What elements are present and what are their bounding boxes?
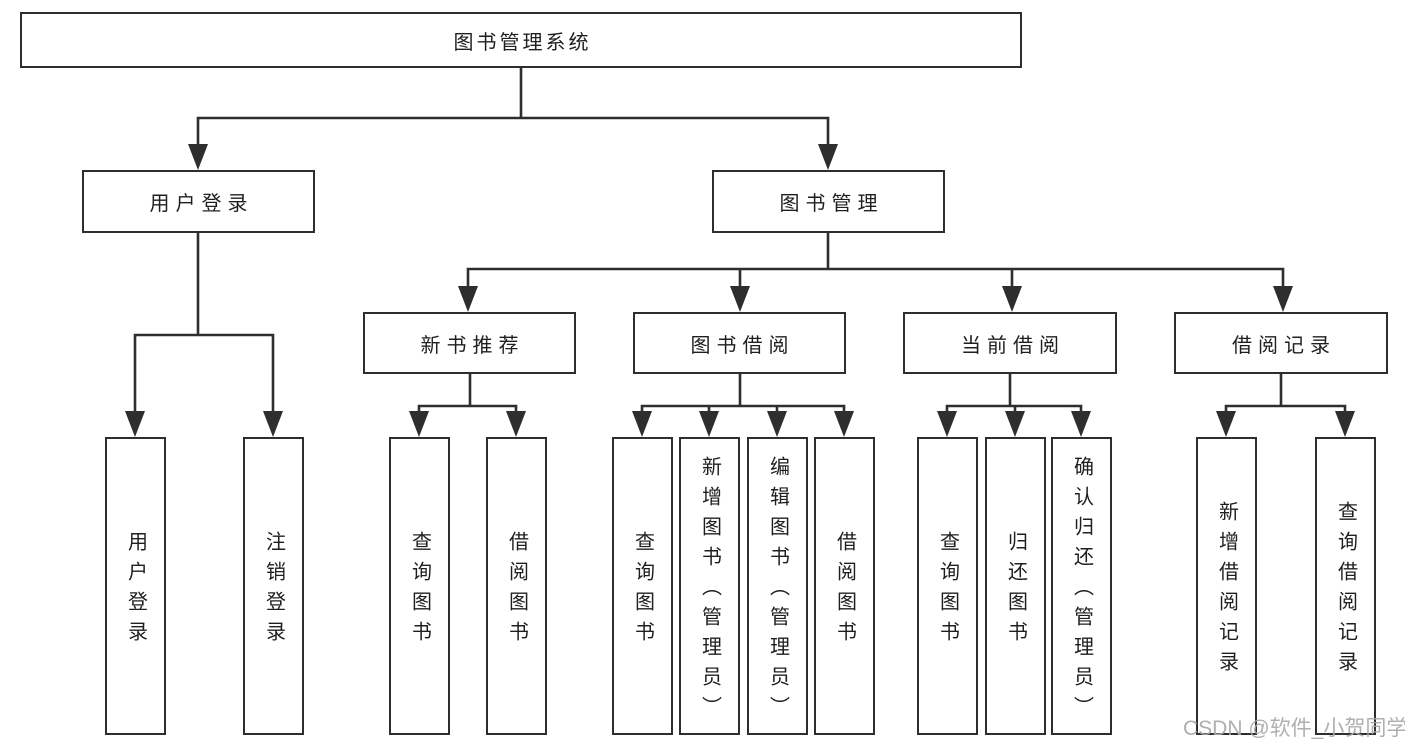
node-bb-add-book-admin: 新增图书（管理员）	[679, 437, 740, 735]
arrowhead-book-borrow	[730, 286, 750, 312]
node-borrow-records: 借阅记录	[1174, 312, 1388, 374]
node-root-system-label: 图书管理系统	[453, 31, 592, 54]
arrowhead-bb-query-book	[632, 411, 652, 437]
arrowhead-cb-confirm-return	[1071, 411, 1091, 437]
arrowhead-br-add-record	[1216, 411, 1236, 437]
node-nb-borrow-book: 借阅图书	[486, 437, 547, 735]
edge-current-borrow-to-leaves	[937, 372, 1091, 437]
edge-user-login-to-leaves	[125, 231, 283, 437]
node-cb-query-book: 查询图书	[917, 437, 978, 735]
node-root-system: 图书管理系统	[20, 12, 1022, 68]
node-cb-confirm-return-admin: 确认归还（管理员）	[1051, 437, 1112, 735]
node-new-book-recommend-label: 新书推荐	[420, 334, 525, 357]
arrowhead-cb-query-book	[937, 411, 957, 437]
node-br-query-record-label: 查询借阅记录	[1334, 501, 1357, 681]
arrowhead-nb-query-book	[409, 411, 429, 437]
node-bb-borrow-book-label: 借阅图书	[833, 531, 856, 651]
edge-book-borrow-to-leaves	[632, 372, 854, 437]
node-cb-confirm-return-admin-label: 确认归还（管理员）	[1070, 456, 1093, 726]
node-current-borrow: 当前借阅	[903, 312, 1117, 374]
node-new-book-recommend: 新书推荐	[363, 312, 576, 374]
node-cb-query-book-label: 查询图书	[936, 531, 959, 651]
node-borrow-records-label: 借阅记录	[1232, 334, 1336, 357]
node-book-borrow-label: 图书借阅	[690, 334, 795, 357]
node-book-borrow: 图书借阅	[633, 312, 846, 374]
node-bb-query-book: 查询图书	[612, 437, 673, 735]
edge-book-management-to-level3	[458, 231, 1293, 312]
arrowhead-cb-return-book	[1005, 411, 1025, 437]
arrowhead-bb-borrow-book	[834, 411, 854, 437]
arrowhead-book-management	[818, 144, 838, 170]
node-bb-edit-book-admin: 编辑图书（管理员）	[747, 437, 808, 735]
node-user-login-label: 用户登录	[124, 531, 147, 651]
arrowhead-bb-add-book	[699, 411, 719, 437]
arrowhead-new-book-recommend	[458, 286, 478, 312]
edge-borrow-records-to-leaves	[1216, 372, 1355, 437]
node-nb-query-book: 查询图书	[389, 437, 450, 735]
arrowhead-nb-borrow-book	[506, 411, 526, 437]
arrowhead-br-query-record	[1335, 411, 1355, 437]
node-bb-edit-book-admin-label: 编辑图书（管理员）	[766, 456, 789, 726]
node-cb-return-book-label: 归还图书	[1004, 531, 1027, 651]
node-user-login-module: 用户登录	[82, 170, 315, 233]
node-bb-query-book-label: 查询图书	[631, 531, 654, 651]
node-nb-query-book-label: 查询图书	[408, 531, 431, 651]
node-bb-borrow-book: 借阅图书	[814, 437, 875, 735]
arrowhead-logout	[263, 411, 283, 437]
node-br-add-record-label: 新增借阅记录	[1215, 501, 1238, 681]
csdn-watermark: CSDN @软件_小贺同学	[1183, 717, 1405, 740]
node-cb-return-book: 归还图书	[985, 437, 1046, 735]
node-current-borrow-label: 当前借阅	[961, 334, 1065, 357]
node-logout: 注销登录	[243, 437, 304, 735]
arrowhead-user-login	[125, 411, 145, 437]
node-br-add-record: 新增借阅记录	[1196, 437, 1257, 735]
node-bb-add-book-admin-label: 新增图书（管理员）	[698, 456, 721, 726]
node-user-login: 用户登录	[105, 437, 166, 735]
edge-new-book-recommend-to-leaves	[409, 372, 526, 437]
node-book-management: 图书管理	[712, 170, 945, 233]
node-book-management-label: 图书管理	[779, 193, 884, 215]
node-user-login-module-label: 用户登录	[149, 193, 254, 215]
node-br-query-record: 查询借阅记录	[1315, 437, 1376, 735]
edge-root-to-level2	[188, 66, 838, 170]
node-nb-borrow-book-label: 借阅图书	[505, 531, 528, 651]
arrowhead-bb-edit-book	[767, 411, 787, 437]
arrowhead-borrow-records	[1273, 286, 1293, 312]
arrowhead-user-login-module	[188, 144, 208, 170]
arrowhead-current-borrow	[1002, 286, 1022, 312]
node-logout-label: 注销登录	[262, 531, 285, 651]
